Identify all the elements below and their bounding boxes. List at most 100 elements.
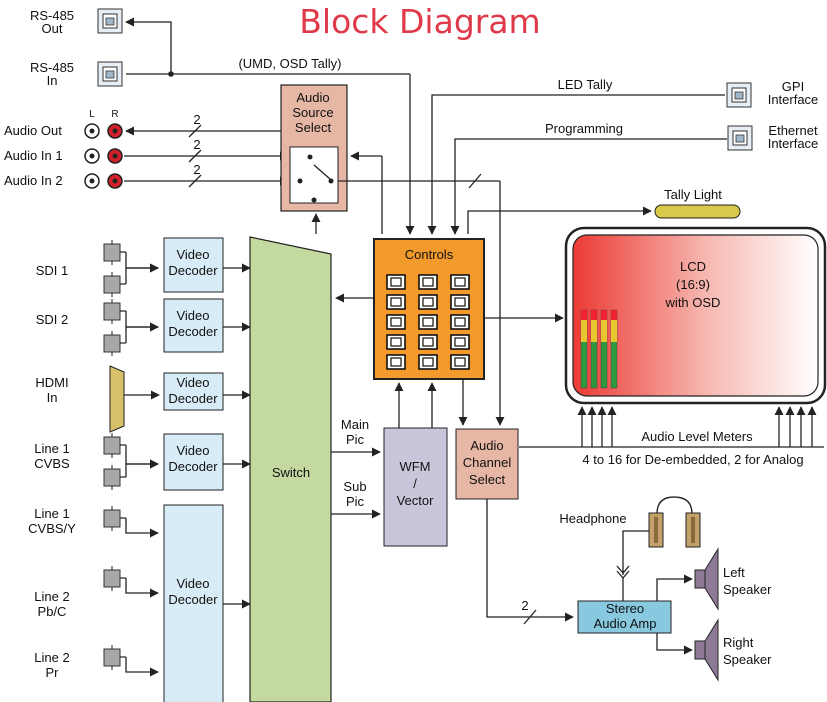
bnc-connector-icon (103, 645, 159, 677)
rs485-in-port-icon (97, 61, 123, 87)
lcd-block (564, 226, 827, 405)
left-speaker-icon (694, 547, 719, 611)
control-button-icon (386, 294, 406, 310)
rs485-out-port-icon (97, 8, 123, 34)
bnc-connector-icon (103, 459, 159, 490)
audio-in1-bus-count: 2 (193, 137, 200, 152)
led-tally-label: LED Tally (558, 77, 613, 92)
hdmi-connector-icon (109, 365, 125, 433)
control-button-inner-icon (422, 317, 434, 327)
control-button-icon (418, 274, 438, 290)
audio-jack-icons (84, 123, 123, 189)
audio-in2-label: Audio In 2 (4, 173, 63, 188)
bnc-connector-icon (103, 433, 159, 469)
control-button-icon (450, 354, 470, 370)
amp-bus-count: 2 (521, 598, 528, 613)
control-button-inner-icon (422, 277, 434, 287)
control-button-inner-icon (454, 357, 466, 367)
diagram-title: Block Diagram (299, 2, 540, 41)
lcd-audio-meter-bars (580, 309, 618, 389)
headphone-icon (648, 496, 701, 548)
headphone-wire (616, 530, 649, 601)
audio-out-label: Audio Out (4, 123, 62, 138)
control-button-inner-icon (390, 297, 402, 307)
control-button-icon (386, 314, 406, 330)
controls-block (373, 238, 485, 380)
tally-light-wire (467, 206, 652, 234)
bnc-connector-icon (103, 506, 159, 538)
input-sdi2-label: SDI 2 (36, 312, 69, 327)
control-button-icon (386, 334, 406, 350)
control-button-icon (386, 274, 406, 290)
audio-r-label: R (111, 109, 118, 120)
right-speaker-icon (694, 618, 719, 682)
audio-level-meter-wires (519, 406, 824, 448)
channel-to-amp-wire (486, 499, 574, 622)
control-button-inner-icon (454, 297, 466, 307)
control-button-icon (418, 294, 438, 310)
decoder-to-switch-wires (223, 263, 251, 609)
control-button-icon (386, 354, 406, 370)
control-button-inner-icon (454, 337, 466, 347)
led-tally-wire (427, 94, 725, 235)
stereo-amp-block (577, 600, 672, 634)
control-button-icon (450, 314, 470, 330)
bnc-connector-icon (103, 240, 159, 273)
control-button-inner-icon (422, 357, 434, 367)
amp-bus-slash (523, 609, 537, 625)
control-button-inner-icon (454, 277, 466, 287)
tally-light-block (654, 204, 741, 219)
rs485-wires (125, 17, 415, 235)
control-button-icon (450, 274, 470, 290)
control-button-inner-icon (390, 337, 402, 347)
bnc-connector-icon (103, 566, 159, 598)
control-button-inner-icon (422, 337, 434, 347)
audio-l-label: L (89, 109, 95, 120)
control-button-inner-icon (422, 297, 434, 307)
video-decoder-blocks (163, 237, 224, 702)
control-button-icon (418, 314, 438, 330)
lcd-label: LCD(16:9)with OSD (665, 259, 721, 310)
bnc-connector-icon (103, 299, 159, 332)
bnc-connector-icon (103, 322, 159, 356)
switch-block (249, 236, 332, 702)
meters-note-label: 4 to 16 for De-embedded, 2 for Analog (582, 452, 803, 467)
audio-source-wires (311, 151, 505, 426)
audio-channel-select-block (455, 428, 519, 500)
control-button-icon (418, 354, 438, 370)
headphone-label: Headphone (559, 511, 626, 526)
bnc-connector-icon (103, 263, 159, 297)
control-button-icon (450, 294, 470, 310)
audio-in1-label: Audio In 1 (4, 148, 63, 163)
wfm-vector-label: WFM/Vector (397, 459, 435, 508)
audio-level-meters-label: Audio Level Meters (641, 429, 753, 444)
controls-wires (335, 293, 564, 428)
programming-wire (450, 138, 727, 235)
audio-in2-bus-count: 2 (193, 162, 200, 177)
bnc-connector-icons (103, 240, 160, 677)
ethernet-port-icon (727, 125, 753, 151)
wfm-vector-block (383, 427, 448, 547)
audio-bus-wires (124, 124, 289, 188)
control-button-icon (418, 334, 438, 350)
audio-source-select-block (280, 84, 348, 212)
gpi-port-icon (726, 82, 752, 108)
controls-label: Controls (405, 247, 454, 262)
control-button-inner-icon (390, 277, 402, 287)
